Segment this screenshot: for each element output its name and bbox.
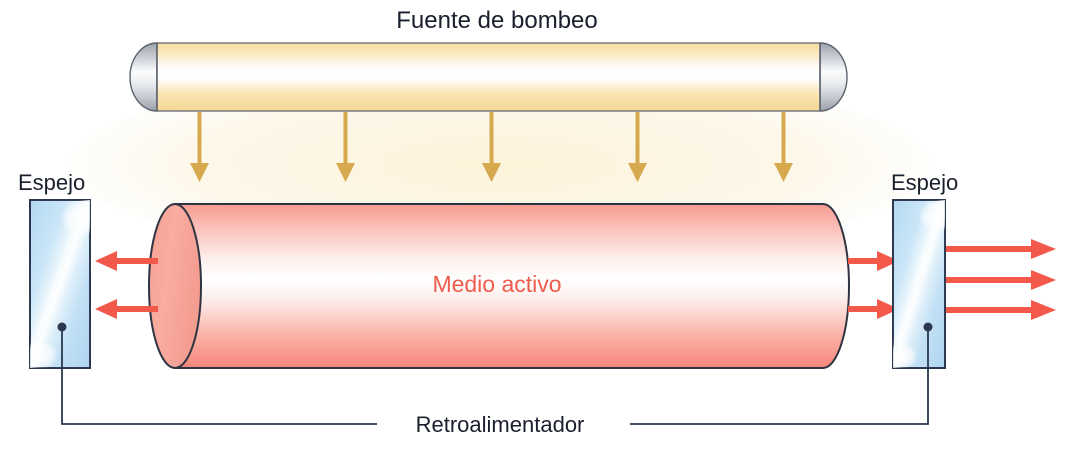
page-title: Fuente de bombeo [396, 7, 597, 34]
feedback-node-left [57, 322, 67, 332]
left-beam-arrow [95, 251, 158, 271]
mirror-left-frost-bottom [30, 341, 58, 368]
mirror-left[interactable] [22, 199, 104, 369]
pump-arrow [774, 112, 793, 182]
mirror-right-frost-top [918, 200, 945, 232]
pump-arrow-group [190, 112, 793, 182]
left-beam-arrow [95, 299, 158, 319]
feedback-line-right [630, 327, 929, 425]
pump-arrow [628, 112, 647, 182]
output-beam-arrow-group [946, 239, 1056, 320]
pump-arrow [482, 112, 501, 182]
output-beam-arrow [946, 270, 1056, 290]
mirror-left-frost-top [60, 200, 90, 236]
output-beam-arrow [946, 239, 1056, 259]
feedback-line-left [61, 327, 377, 425]
mirror-right-frost-bottom [893, 343, 918, 368]
right-beam-arrow [848, 299, 899, 319]
medium-tube-body [174, 203, 850, 369]
active-medium-cylinder: Medio activo [148, 203, 850, 369]
mirror-left-label: Espejo [18, 170, 85, 195]
pump-arrow [336, 112, 355, 182]
medium-label: Medio activo [432, 271, 561, 297]
mirror-right[interactable] [884, 199, 958, 369]
pump-cap-left [129, 42, 158, 112]
right-beam-arrow [848, 251, 899, 271]
medium-front-face [148, 203, 202, 369]
right-beam-arrow-group [848, 251, 899, 319]
pump-arrow [190, 112, 209, 182]
feedback-loop [61, 327, 929, 425]
mirror-right-label: Espejo [891, 170, 958, 195]
feedback-node-right [923, 322, 933, 332]
pump-source-cylinder [129, 42, 848, 112]
feedback-label: Retroalimentador [416, 412, 585, 437]
pump-cap-right [819, 42, 848, 112]
output-beam-arrow [946, 300, 1056, 320]
pump-tube-body [156, 42, 821, 112]
left-beam-arrow-group [95, 251, 158, 319]
